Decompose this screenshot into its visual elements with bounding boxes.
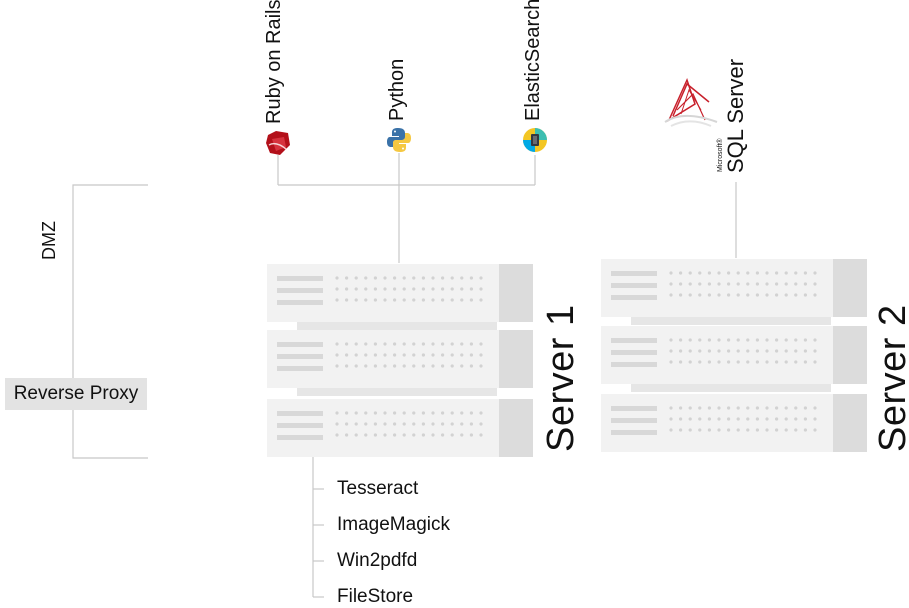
- tech-label-elasticsearch: ElasticSearch: [522, 0, 544, 121]
- component-filestore: FileStore: [337, 586, 414, 607]
- component-tree: [312, 457, 324, 598]
- component-tesseract: Tesseract: [337, 478, 419, 499]
- server-2-label: Server 2: [872, 304, 909, 452]
- server-2-rack-icon: [601, 259, 867, 452]
- dmz-label: DMZ: [39, 221, 59, 260]
- dmz-bracket: [72, 184, 148, 459]
- server-1-rack-icon: [267, 264, 533, 457]
- component-imagemagick: ImageMagick: [337, 514, 450, 535]
- ruby-icon: [266, 131, 290, 155]
- elasticsearch-icon: [523, 128, 547, 152]
- tech-label-python: Python: [386, 58, 408, 121]
- python-icon: [387, 128, 411, 152]
- tech-connectors: [277, 153, 737, 263]
- sql-server-logo-icon: [664, 77, 718, 127]
- server-1-label: Server 1: [540, 304, 582, 452]
- tech-label-sql-server: SQL Server: [723, 58, 748, 173]
- tech-label-ruby: Ruby on Rails: [263, 0, 285, 124]
- component-win2pdfd: Win2pdfd: [337, 550, 418, 571]
- reverse-proxy-box: Reverse Proxy: [5, 378, 147, 410]
